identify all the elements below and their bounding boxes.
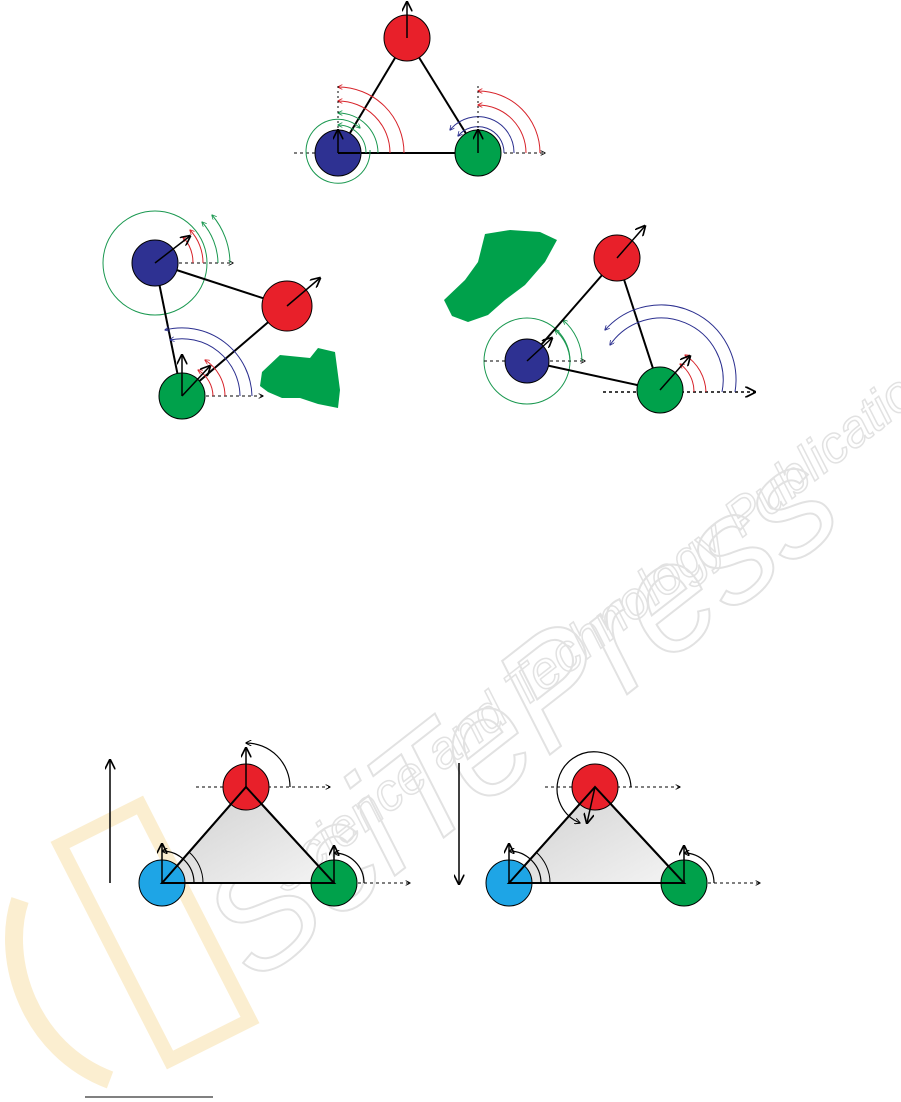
green-angle-arc	[555, 330, 570, 361]
obstacle	[444, 230, 557, 322]
red-angle-arc	[205, 360, 225, 396]
watermark: SciTePress Science and Technology Public…	[14, 330, 901, 1080]
robot-formation-reference	[294, 2, 545, 183]
obstacle	[260, 348, 340, 408]
red-angle-arc	[190, 230, 203, 263]
green-angle-arc	[563, 320, 582, 361]
green-angle-arc	[212, 215, 230, 263]
robot-formation-obstacle-right	[444, 226, 755, 413]
red-angle-arc	[685, 355, 706, 392]
green-angle-arc	[202, 222, 218, 263]
robot-formation-obstacle-left	[103, 211, 340, 419]
